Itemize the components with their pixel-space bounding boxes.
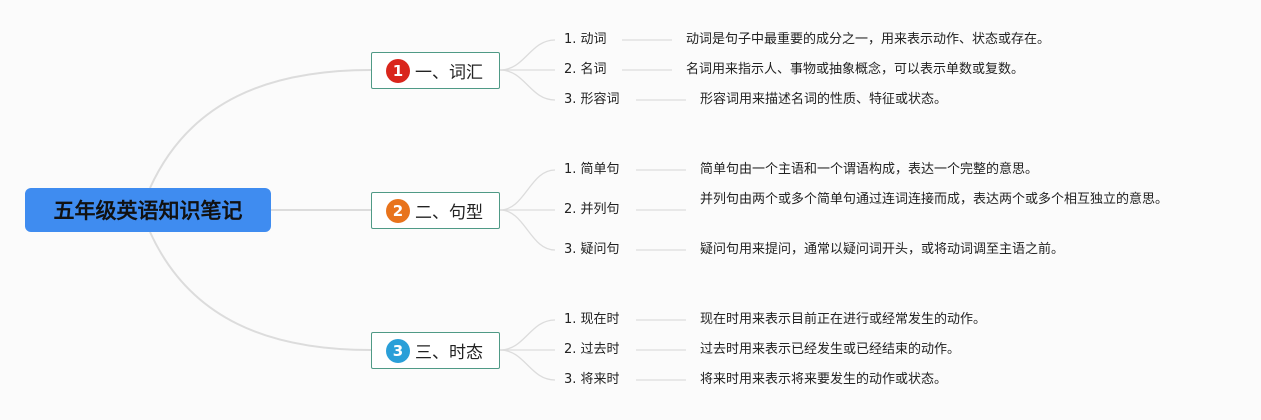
leaf-description: 将来时用来表示将来要发生的动作或状态。 xyxy=(700,372,948,387)
leaf-description: 疑问句用来提问，通常以疑问词开头，或将动词调至主语之前。 xyxy=(700,242,1065,257)
leaf-node-compound-sentence[interactable]: 2. 并列句 xyxy=(564,202,620,217)
branch-number-badge: 3 xyxy=(386,338,410,363)
root-title: 五年级英语知识笔记 xyxy=(53,199,243,223)
leaf-node-noun[interactable]: 2. 名词 xyxy=(564,62,607,77)
branch-node-sentence-patterns[interactable]: 2 二、句型 xyxy=(371,192,500,229)
root-node[interactable]: 五年级英语知识笔记 xyxy=(25,188,271,232)
connector-b1-leaf-1 xyxy=(499,39,556,71)
leaf-description: 形容词用来描述名词的性质、特征或状态。 xyxy=(700,92,948,107)
connector-b1-leaf-3 xyxy=(499,69,556,101)
leaf-node-question-sentence[interactable]: 3. 疑问句 xyxy=(564,242,620,257)
branch-label: 一、词汇 xyxy=(415,63,483,83)
leaf-description: 简单句由一个主语和一个谓语构成，表达一个完整的意思。 xyxy=(700,162,1039,177)
leaf-description: 现在时用来表示目前正在进行或经常发生的动作。 xyxy=(700,312,987,327)
branch-node-tenses[interactable]: 3 三、时态 xyxy=(371,332,500,369)
leaf-description: 动词是句子中最重要的成分之一，用来表示动作、状态或存在。 xyxy=(686,32,1051,47)
connector-b3-leaf-1 xyxy=(499,319,556,351)
leaf-description: 名词用来指示人、事物或抽象概念，可以表示单数或复数。 xyxy=(686,62,1025,77)
branch-label: 三、时态 xyxy=(415,343,483,363)
leaf-description: 过去时用来表示已经发生或已经结束的动作。 xyxy=(700,342,961,357)
leaf-node-adjective[interactable]: 3. 形容词 xyxy=(564,92,620,107)
connector-b2-leaf-3 xyxy=(499,209,556,251)
leaf-node-simple-sentence[interactable]: 1. 简单句 xyxy=(564,162,620,177)
branch-node-vocabulary[interactable]: 1 一、词汇 xyxy=(371,52,500,89)
connector-root-branch-1 xyxy=(149,69,372,189)
connector-root-branch-3 xyxy=(149,231,372,351)
connector-b2-leaf-1 xyxy=(499,169,556,211)
leaf-node-verb[interactable]: 1. 动词 xyxy=(564,32,607,47)
leaf-node-future-tense[interactable]: 3. 将来时 xyxy=(564,372,620,387)
branch-number-badge: 1 xyxy=(386,58,410,83)
leaf-description: 并列句由两个或多个简单句通过连词连接而成，表达两个或多个相互独立的意思。 xyxy=(700,192,1169,207)
branch-number-badge: 2 xyxy=(386,198,410,223)
connector-b3-leaf-3 xyxy=(499,349,556,381)
leaf-node-present-tense[interactable]: 1. 现在时 xyxy=(564,312,620,327)
branch-label: 二、句型 xyxy=(415,203,483,223)
leaf-node-past-tense[interactable]: 2. 过去时 xyxy=(564,342,620,357)
